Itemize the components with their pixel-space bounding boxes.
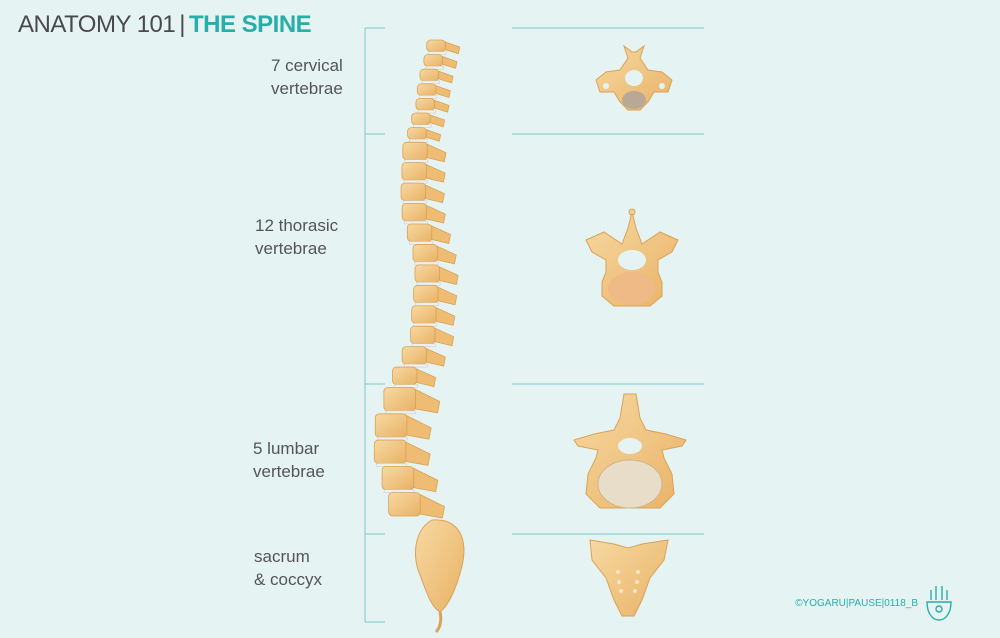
- label-lumbar: 5 lumbar vertebrae: [253, 437, 325, 483]
- label-lumbar-line2: vertebrae: [253, 462, 325, 481]
- lumbar-spinous-process: [419, 493, 445, 519]
- thoracic-vertebra-body: [401, 346, 428, 365]
- label-lumbar-line1: 5 lumbar: [253, 439, 320, 458]
- cervical-spinous-process: [445, 41, 461, 55]
- intervertebral-disc: [376, 463, 407, 467]
- thoracic-vertebra-top-view: [585, 208, 679, 307]
- lumbar-spinous-process: [413, 467, 439, 493]
- intervertebral-disc: [383, 489, 415, 493]
- cervical-vertebra-body: [407, 127, 427, 140]
- thoracic-spinous-process: [437, 286, 458, 306]
- intervertebral-disc: [415, 302, 439, 306]
- thoracic-spinous-process: [435, 307, 456, 326]
- title-separator: |: [179, 11, 185, 38]
- lumbar-spinous-process: [405, 441, 431, 466]
- intervertebral-disc: [425, 66, 444, 70]
- thoracic-vertebra-body: [411, 305, 437, 324]
- thoracic-vertebra-body: [401, 203, 428, 222]
- thoracic-spinous-process: [439, 266, 459, 285]
- thoracic-vertebra-body: [402, 141, 428, 161]
- lumbar-vertebra-body: [373, 439, 407, 464]
- label-sacrum: sacrum & coccyx: [254, 545, 322, 591]
- thoracic-spinous-process: [426, 204, 446, 224]
- thoracic-spinous-process: [426, 143, 447, 163]
- label-cervical-line2: vertebrae: [271, 79, 343, 98]
- cervical-vertebra-body: [419, 68, 440, 82]
- intervertebral-disc: [416, 282, 441, 286]
- thoracic-spinous-process: [426, 348, 446, 367]
- intervertebral-disc: [394, 384, 418, 388]
- intervertebral-disc: [402, 200, 427, 204]
- cervical-vertebra-top-view: [595, 44, 673, 111]
- intervertebral-disc: [413, 323, 438, 327]
- lumbar-vertebra-body: [381, 465, 415, 491]
- lumbar-vertebra-body: [374, 413, 408, 438]
- cervical-spinous-process: [438, 70, 454, 84]
- intervertebral-disc: [428, 51, 447, 55]
- intervertebral-disc: [403, 363, 428, 368]
- lumbar-spinous-process: [415, 388, 441, 414]
- thoracic-spinous-process: [425, 184, 445, 204]
- thoracic-vertebra-body: [401, 162, 427, 181]
- thoracic-vertebra-body: [413, 284, 439, 304]
- lumbar-spinous-process: [406, 415, 432, 440]
- label-cervical-line1: 7 cervical: [271, 56, 343, 75]
- cervical-vertebra-body: [426, 39, 446, 53]
- lumbar-vertebra-top-view: [573, 393, 687, 509]
- intervertebral-disc: [376, 436, 408, 441]
- cervical-spinous-process: [425, 129, 442, 142]
- intervertebral-disc: [421, 80, 440, 85]
- region-divider-lines: [512, 27, 704, 535]
- thoracic-vertebra-body: [400, 182, 426, 202]
- intervertebral-disc: [413, 124, 432, 128]
- label-thoracic-line1: 12 thorasic: [255, 216, 339, 235]
- thoracic-vertebra-body: [410, 325, 436, 345]
- thoracic-vertebra-body: [414, 264, 440, 283]
- thoracic-spinous-process: [434, 327, 455, 347]
- intervertebral-disc: [409, 241, 433, 245]
- label-sacrum-line2: & coccyx: [254, 570, 323, 589]
- lumbar-vertebra-body: [383, 387, 416, 412]
- thoracic-spinous-process: [431, 225, 451, 244]
- cervical-vertebra-body: [415, 98, 436, 111]
- label-thoracic-line2: vertebrae: [255, 239, 327, 258]
- label-cervical: 7 cervical vertebrae: [271, 54, 343, 100]
- intervertebral-disc: [409, 139, 428, 143]
- cervical-vertebra-body: [423, 54, 444, 67]
- intervertebral-disc: [417, 109, 436, 114]
- lumbar-vertebra-body: [388, 492, 421, 517]
- label-sacrum-line1: sacrum: [254, 547, 310, 566]
- intervertebral-disc: [403, 179, 428, 184]
- cervical-spinous-process: [442, 56, 458, 69]
- copyright-credit: ©YOGARU|PAUSE|0118_B: [795, 598, 918, 609]
- thoracic-spinous-process: [426, 164, 446, 183]
- thoracic-spinous-process: [437, 245, 457, 265]
- intervertebral-disc: [403, 220, 428, 225]
- cervical-spinous-process: [434, 99, 450, 113]
- thoracic-vertebra-body: [392, 366, 418, 385]
- region-bracket: [364, 27, 385, 623]
- intervertebral-disc: [404, 159, 429, 163]
- cervical-spinous-process: [429, 114, 446, 128]
- intervertebral-disc: [412, 343, 436, 347]
- thoracic-spinous-process: [416, 368, 437, 388]
- sacrum-front-view: [589, 539, 669, 617]
- cervical-vertebra-body: [411, 112, 431, 126]
- intervertebral-disc: [419, 95, 438, 99]
- title-part-2: THE SPINE: [188, 11, 312, 38]
- cervical-vertebra-body: [416, 83, 437, 96]
- thoracic-vertebra-body: [412, 244, 438, 263]
- label-thoracic: 12 thorasic vertebrae: [255, 214, 338, 260]
- page-title: ANATOMY 101|THE SPINE: [18, 10, 312, 40]
- sacrum-side-view: [415, 519, 465, 634]
- title-part-1: ANATOMY 101: [18, 11, 176, 38]
- cervical-spinous-process: [435, 85, 451, 98]
- hamsa-hand-icon: [926, 586, 952, 621]
- thoracic-vertebra-body: [406, 223, 433, 242]
- intervertebral-disc: [385, 410, 417, 415]
- spine-column: [373, 39, 461, 519]
- intervertebral-disc: [414, 261, 439, 266]
